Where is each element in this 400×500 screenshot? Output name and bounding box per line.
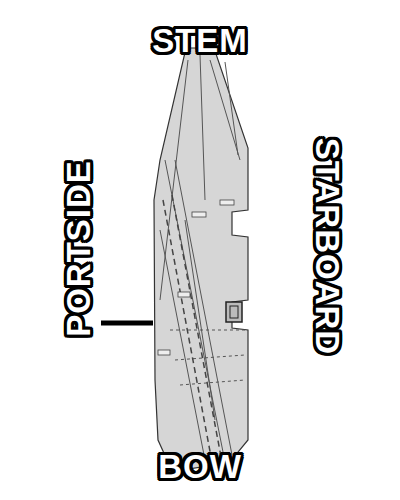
leader-line (101, 321, 153, 326)
direction-label: STARBOARD (311, 137, 344, 354)
island (226, 302, 242, 322)
deck-mark (178, 292, 190, 297)
deck-markings (160, 55, 245, 462)
deck-mark (192, 212, 206, 217)
direction-label: PORTSIDE (62, 160, 95, 337)
deck-mark (158, 350, 170, 355)
island-detail (230, 306, 238, 318)
flight-deck (154, 48, 248, 470)
deck-mark (220, 200, 234, 205)
direction-label: BOW (158, 450, 242, 483)
direction-label: STEM (152, 24, 248, 57)
track-rails (163, 195, 222, 462)
